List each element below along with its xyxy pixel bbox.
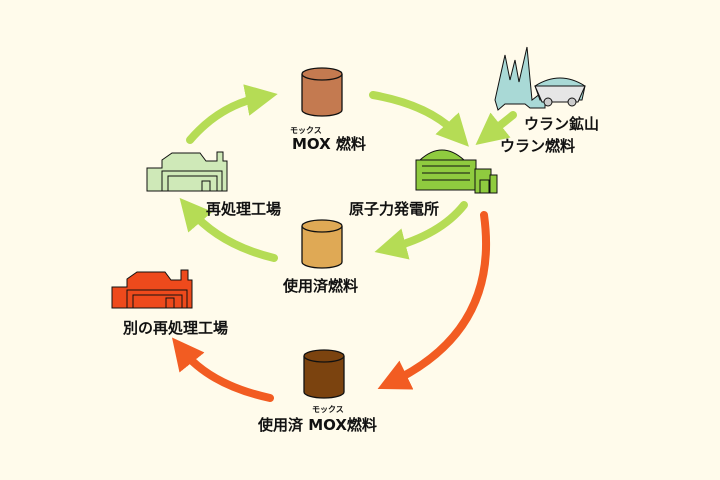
spent-fuel-label: 使用済燃料 xyxy=(283,277,359,295)
reprocessing-label: 再処理工場 xyxy=(206,200,282,218)
arrow-mine-to-plant xyxy=(475,111,517,145)
spent-fuel-drum-icon xyxy=(301,219,343,269)
arrow-plant-to-spent-mox xyxy=(377,211,491,390)
arrow-spent-mox-to-other xyxy=(171,337,274,402)
arrow-mox-to-plant xyxy=(369,91,469,147)
other-reprocessing-label: 別の再処理工場 xyxy=(123,319,229,337)
reprocessing-plant-icon xyxy=(146,151,228,192)
mox-ruby: モックス xyxy=(290,126,322,135)
other-reprocessing-plant-icon xyxy=(111,269,193,309)
spent-mox-drum-icon xyxy=(303,349,345,399)
power-plant-label: 原子力発電所 xyxy=(349,200,440,218)
power-plant-icon xyxy=(415,149,498,194)
uranium-mine-label: ウラン鉱山 xyxy=(524,115,600,133)
arrow-plant-to-spent xyxy=(374,201,468,260)
uranium-mine-icon xyxy=(494,46,586,111)
uranium-fuel-label: ウラン燃料 xyxy=(500,137,576,155)
arrow-reprocessing-to-mox xyxy=(186,84,278,144)
mox-fuel-label: MOX 燃料 xyxy=(292,135,366,153)
spent-mox-ruby: モックス xyxy=(312,405,344,414)
mox-fuel-drum-icon xyxy=(301,67,343,117)
arrow-spent-to-reprocessing xyxy=(179,197,278,262)
spent-mox-label: 使用済 MOX燃料 xyxy=(258,416,377,434)
